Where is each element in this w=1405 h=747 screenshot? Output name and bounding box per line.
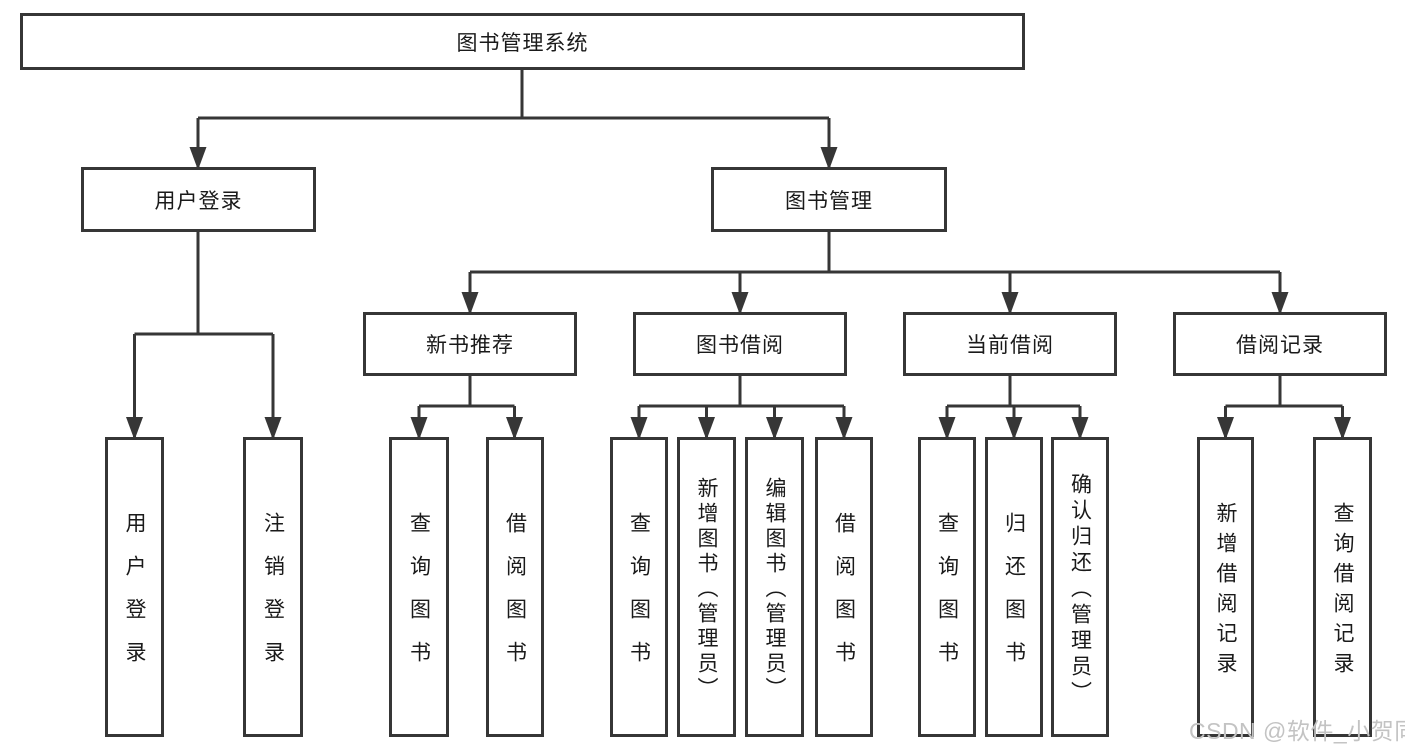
node-label: 图书管理: [785, 189, 873, 213]
node-label: 用户登录: [123, 512, 146, 684]
node-label: 注销登录: [261, 512, 285, 684]
leaf-add-borrow-record: 新增借阅记录: [1197, 437, 1254, 737]
node-book-borrow: 图书借阅: [633, 312, 847, 376]
leaf-edit-books-admin: 编辑图书（管理员）: [745, 437, 804, 737]
node-label: 查询借阅记录: [1331, 501, 1354, 682]
node-label: 归还图书: [1002, 512, 1026, 684]
node-label: 确认归还（管理员）: [1068, 472, 1092, 707]
node-label: 查询图书: [935, 512, 959, 684]
node-label: 当前借阅: [966, 334, 1054, 357]
node-label: 用户登录: [154, 189, 243, 213]
node-root-library-management-system: 图书管理系统: [20, 13, 1025, 70]
leaf-query-books-current: 查询图书: [918, 437, 976, 737]
leaf-add-books-admin: 新增图书（管理员）: [677, 437, 736, 737]
leaf-user-login: 用户登录: [105, 437, 164, 737]
node-label: 查询图书: [407, 512, 431, 684]
node-new-book-recommend: 新书推荐: [363, 312, 577, 376]
node-label: 新书推荐: [426, 334, 514, 357]
node-label: 编辑图书（管理员）: [763, 476, 786, 702]
node-label: 新增借阅记录: [1214, 501, 1237, 682]
leaf-borrow-books-recommend: 借阅图书: [486, 437, 544, 737]
node-borrow-records: 借阅记录: [1173, 312, 1387, 376]
node-label: 查询图书: [627, 512, 651, 684]
leaf-return-books: 归还图书: [985, 437, 1043, 737]
node-book-management: 图书管理: [711, 167, 947, 232]
node-label: 图书管理系统: [456, 31, 589, 55]
node-label: 新增图书（管理员）: [695, 476, 718, 702]
csdn-watermark: CSDN @软件_小贺同学: [1189, 718, 1405, 744]
node-label: 借阅记录: [1236, 334, 1324, 357]
leaf-query-borrow-record: 查询借阅记录: [1313, 437, 1372, 737]
node-user-login: 用户登录: [81, 167, 316, 232]
leaf-borrow-books: 借阅图书: [815, 437, 873, 737]
leaf-query-books-borrow: 查询图书: [610, 437, 668, 737]
leaf-confirm-return-admin: 确认归还（管理员）: [1051, 437, 1109, 737]
arrowhead-icons: [126, 147, 1351, 440]
node-label: 借阅图书: [832, 512, 856, 684]
node-label: 图书借阅: [696, 334, 784, 357]
leaf-logout: 注销登录: [243, 437, 303, 737]
leaf-query-books-recommend: 查询图书: [389, 437, 449, 737]
node-label: 借阅图书: [503, 512, 527, 684]
node-current-borrow: 当前借阅: [903, 312, 1117, 376]
